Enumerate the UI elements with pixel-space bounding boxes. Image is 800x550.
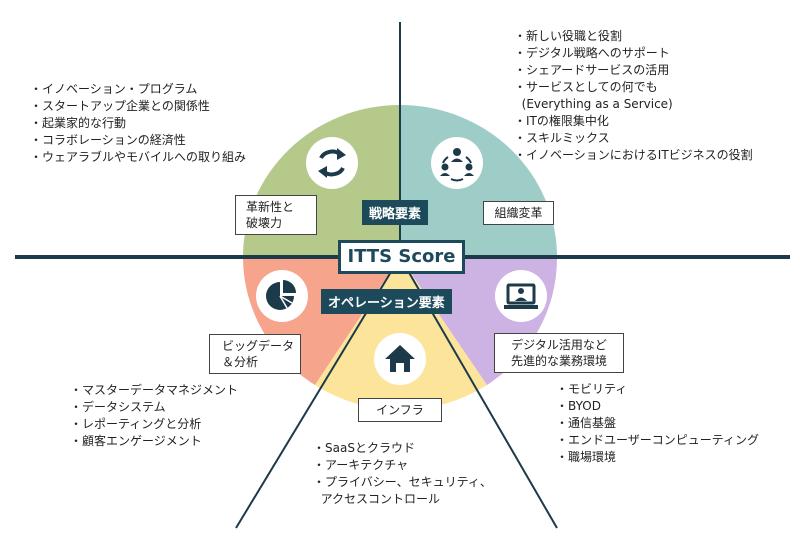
house-icon bbox=[374, 333, 426, 385]
innovation-list: イノベーション・プログラム スタートアップ企業との関係性 起業家的な行動 コラボ… bbox=[30, 81, 246, 166]
infra-label: インフラ bbox=[358, 398, 442, 422]
bigdata-label: ビッグデータ ＆分析 bbox=[209, 334, 301, 374]
refresh-icon bbox=[306, 137, 358, 189]
pie-chart-icon bbox=[256, 270, 308, 322]
list-item: シェアードサービスの活用 bbox=[514, 62, 753, 79]
organization-label: 組織変革 bbox=[483, 201, 554, 225]
list-item: アーキテクチャ bbox=[313, 457, 492, 474]
laptop-user-icon bbox=[495, 270, 547, 322]
list-item: サービスとしての何でも bbox=[514, 79, 753, 96]
list-item: モビリティ bbox=[556, 381, 759, 398]
list-item: レポーティングと分析 bbox=[70, 416, 238, 433]
list-item: 起業家的な行動 bbox=[30, 115, 246, 132]
list-item: マスターデータマネジメント bbox=[70, 382, 238, 399]
list-item: ITの権限集中化 bbox=[514, 113, 753, 130]
list-item: デジタル戦略へのサポート bbox=[514, 45, 753, 62]
list-item: 職場環境 bbox=[556, 449, 759, 466]
center-title: ITTS Score bbox=[338, 240, 465, 274]
list-item: BYOD bbox=[556, 398, 759, 415]
organization-list: 新しい役職と役割 デジタル戦略へのサポート シェアードサービスの活用 サービスと… bbox=[514, 28, 753, 164]
infra-list: SaaSとクラウド アーキテクチャ プライバシー、セキュリティ、 アクセスコント… bbox=[313, 440, 492, 508]
team-network-icon bbox=[431, 137, 483, 189]
digital-label: デジタル活用など 先進的な業務環境 bbox=[494, 333, 624, 373]
list-item: ウェアラブルやモバイルへの取り組み bbox=[30, 149, 246, 166]
list-item: SaaSとクラウド bbox=[313, 440, 492, 457]
list-item: プライバシー、セキュリティ、 bbox=[313, 474, 492, 491]
bigdata-list: マスターデータマネジメント データシステム レポーティングと分析 顧客エンゲージ… bbox=[70, 382, 238, 450]
list-item: イノベーション・プログラム bbox=[30, 81, 246, 98]
operation-label: オペレーション要素 bbox=[321, 289, 452, 314]
list-item: データシステム bbox=[70, 399, 238, 416]
list-item: イノベーションにおけるITビジネスの役割 bbox=[514, 147, 753, 164]
list-item: コラボレーションの経済性 bbox=[30, 132, 246, 149]
list-item: 顧客エンゲージメント bbox=[70, 433, 238, 450]
list-item: エンドユーザーコンピューティング bbox=[556, 432, 759, 449]
list-item: アクセスコントロール bbox=[320, 492, 441, 506]
strategy-label: 戦略要素 bbox=[362, 200, 429, 225]
list-item: 新しい役職と役割 bbox=[514, 28, 753, 45]
innovation-label: 革新性と 破壊力 bbox=[235, 195, 317, 235]
list-item: 通信基盤 bbox=[556, 415, 759, 432]
list-item: (Everything as a Service) bbox=[521, 97, 673, 111]
digital-list: モビリティ BYOD 通信基盤 エンドユーザーコンピューティング 職場環境 bbox=[556, 381, 759, 466]
list-item: スタートアップ企業との関係性 bbox=[30, 98, 246, 115]
list-item: スキルミックス bbox=[514, 130, 753, 147]
